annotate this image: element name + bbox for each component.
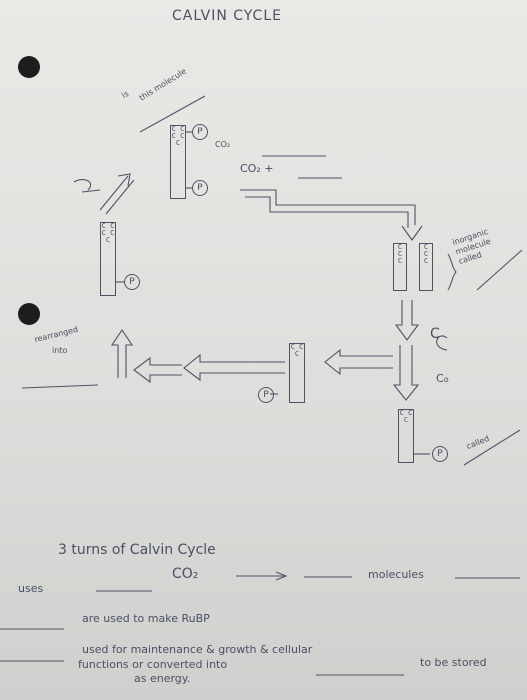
label-co2-top: CO₂ [215,140,231,149]
phosphate-circle: P [124,274,140,290]
footer-as-energy: as energy. [134,672,191,685]
footer-molecules: molecules [368,568,424,581]
molecule-right-b: C C C [419,243,433,291]
footer-line4b: functions or converted into [78,658,228,671]
molecule-right-a: C C C [393,243,407,291]
phosphate-circle: P [258,387,274,403]
binder-hole [18,56,40,78]
letter-c-1: C [430,326,440,342]
phosphate-circle: P [192,180,208,196]
molecule-left: C C C C C [100,222,116,296]
binder-hole [18,303,40,325]
phosphate-circle: P [192,124,208,140]
footer-line1: 3 turns of Calvin Cycle [58,542,216,558]
label-into: into [52,346,68,355]
molecule-top-left: C C C C C [170,125,186,199]
footer-line3: are used to make RuBP [82,612,210,625]
page-title: CALVIN CYCLE [172,8,282,24]
footer-uses: uses [18,582,44,595]
footer-to-be-stored: to be stored [420,656,487,669]
letter-c-2: Co [436,372,449,385]
phosphate-circle: P [432,446,448,462]
footer-line4a: used for maintenance & growth & cellular [82,643,313,656]
molecule-bottom-right: C C C [398,409,414,463]
footer-co2: CO₂ [172,566,199,582]
label-co2-plus: CO₂ + [240,162,274,175]
molecule-bottom-mid: C C C [289,343,305,403]
